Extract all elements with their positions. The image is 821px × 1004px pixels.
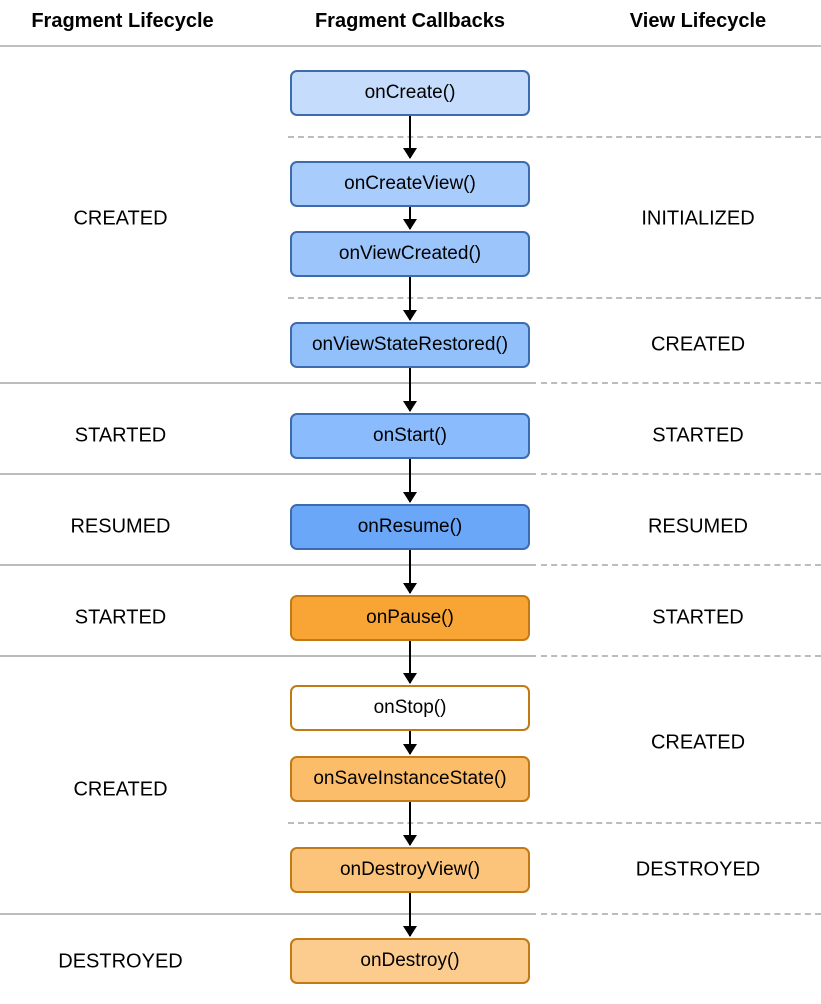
header-divider [0,45,821,47]
separator-dashed [288,822,821,824]
arrow-viewstaterestored-to-start [403,368,417,412]
separator-solid [0,655,536,657]
callback-box-on-pause[interactable]: onPause() [290,595,530,641]
callback-box-on-view-state-restored[interactable]: onViewStateRestored() [290,322,530,368]
column-header-fragment-lifecycle: Fragment Lifecycle [31,10,214,32]
state-label-fragment-started-2: STARTED [74,606,167,629]
column-header-view-lifecycle: View Lifecycle [629,10,767,32]
callback-box-on-view-created[interactable]: onViewCreated() [290,231,530,277]
separator-solid [0,473,536,475]
separator-dashed [541,655,821,657]
arrow-viewcreated-to-viewstaterestored [403,277,417,321]
state-label-view-destroyed: DESTROYED [635,858,761,881]
callback-box-on-create-view[interactable]: onCreateView() [290,161,530,207]
separator-solid [0,564,536,566]
separator-dashed [541,382,821,384]
arrow-start-to-resume [403,459,417,503]
state-label-view-started-2: STARTED [652,606,744,629]
state-label-fragment-created-1: CREATED [73,207,168,230]
separator-dashed [288,297,821,299]
arrow-create-to-createview [403,116,417,159]
callback-box-on-save-instance-state[interactable]: onSaveInstanceState() [290,756,530,802]
callback-box-on-create[interactable]: onCreate() [290,70,530,116]
arrow-pause-to-stop [403,641,417,684]
callback-box-on-stop[interactable]: onStop() [290,685,530,731]
separator-solid [0,913,536,915]
state-label-fragment-destroyed: DESTROYED [58,950,183,973]
separator-dashed [288,136,821,138]
callback-box-on-resume[interactable]: onResume() [290,504,530,550]
arrow-resume-to-pause [403,550,417,594]
separator-dashed [541,564,821,566]
arrow-destroyview-to-destroy [403,893,417,937]
state-label-view-resumed: RESUMED [647,515,748,538]
arrow-stop-to-savestate [403,731,417,755]
state-label-fragment-started-1: STARTED [74,424,167,447]
callback-box-on-start[interactable]: onStart() [290,413,530,459]
callback-box-on-destroy-view[interactable]: onDestroyView() [290,847,530,893]
state-label-view-created-2: CREATED [650,731,746,754]
state-label-view-started-1: STARTED [652,424,744,447]
column-header-fragment-callbacks: Fragment Callbacks [314,10,506,32]
arrow-savestate-to-destroyview [403,802,417,846]
state-label-fragment-resumed: RESUMED [70,515,171,538]
state-label-view-initialized: INITIALIZED [641,207,755,230]
separator-dashed [541,913,821,915]
state-label-fragment-created-2: CREATED [73,778,168,801]
separator-dashed [541,473,821,475]
separator-solid [0,382,536,384]
callback-box-on-destroy[interactable]: onDestroy() [290,938,530,984]
arrow-createview-to-viewcreated [403,207,417,230]
state-label-view-created-1: CREATED [650,333,746,356]
